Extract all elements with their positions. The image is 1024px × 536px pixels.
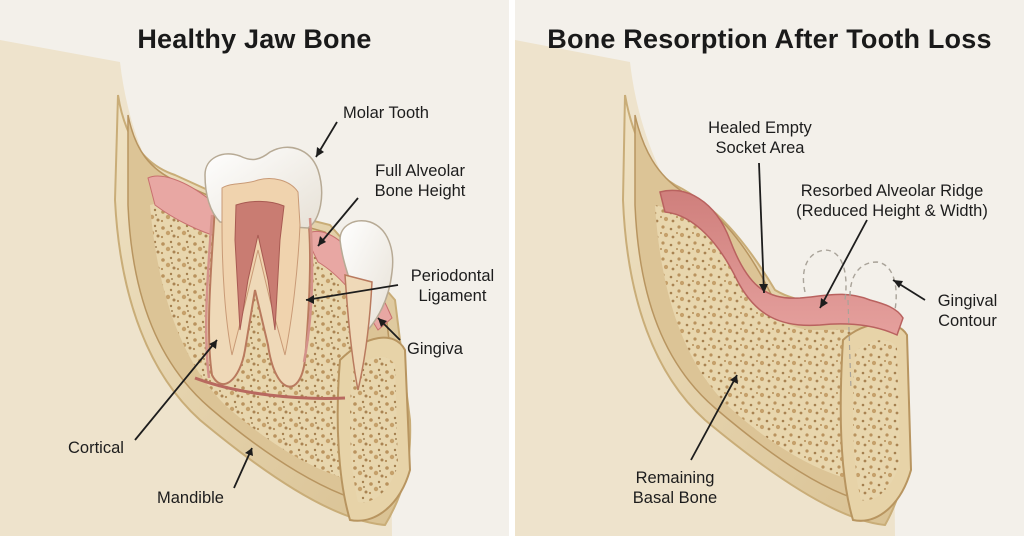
former-tooth-outline xyxy=(802,249,847,301)
label-mandible: Mandible xyxy=(157,489,224,507)
pointer-arrowheads xyxy=(209,147,387,456)
cross-section-spongy xyxy=(350,356,398,503)
label-periodontal-ligament: Periodontal Ligament xyxy=(400,266,505,306)
label-line: Bone Height xyxy=(374,182,466,200)
resorbed-ridge-gum xyxy=(659,189,904,337)
premolar-root xyxy=(344,274,373,391)
healthy-jaw-panel: Healthy Jaw Bone Molar Tooth Full Alveol… xyxy=(0,0,509,536)
label-line: Contour xyxy=(938,312,997,330)
label-line: Periodontal xyxy=(410,267,495,285)
molar-pulp xyxy=(234,200,285,331)
label-line: Ligament xyxy=(418,287,487,305)
former-tooth-outline xyxy=(849,261,897,311)
label-gingiva: Gingiva xyxy=(407,340,463,358)
periodontal-ligament xyxy=(204,214,314,379)
label-line: Socket Area xyxy=(715,139,805,157)
label-full-alveolar-bone-height: Full Alveolar Bone Height xyxy=(365,161,475,201)
panel-divider xyxy=(509,0,515,536)
label-cortical: Cortical xyxy=(68,439,124,457)
label-line: Resorbed Alveolar Ridge xyxy=(800,182,984,200)
label-line: Full Alveolar xyxy=(375,162,465,180)
label-line: Healed Empty xyxy=(708,119,812,137)
panel-title: Healthy Jaw Bone xyxy=(137,24,372,54)
label-line: Basal Bone xyxy=(632,489,718,507)
label-line: Gingival xyxy=(937,292,998,310)
label-resorbed-alveolar-ridge: Resorbed Alveolar Ridge (Reduced Height … xyxy=(777,181,1007,221)
bone-resorption-panel: Bone Resorption After Tooth Loss Healed … xyxy=(515,0,1024,536)
pointer-lines xyxy=(134,121,401,489)
panel-title: Bone Resorption After Tooth Loss xyxy=(547,24,992,54)
healthy-jaw-illustration xyxy=(0,40,412,536)
label-healed-empty-socket-area: Healed Empty Socket Area xyxy=(695,118,825,158)
cross-section-spongy xyxy=(853,340,900,501)
former-tooth-outline xyxy=(847,299,852,391)
label-line: Remaining xyxy=(635,469,715,487)
nerve-canal xyxy=(194,376,346,400)
cancellous-bone xyxy=(655,205,880,482)
label-gingival-contour: Gingival Contour xyxy=(925,291,1010,331)
label-molar-tooth: Molar Tooth xyxy=(343,104,429,122)
label-line: (Reduced Height & Width) xyxy=(796,202,988,220)
pointer-arrowheads xyxy=(730,280,903,384)
label-remaining-basal-bone: Remaining Basal Bone xyxy=(620,468,730,508)
resorbed-jaw-illustration xyxy=(515,40,926,536)
